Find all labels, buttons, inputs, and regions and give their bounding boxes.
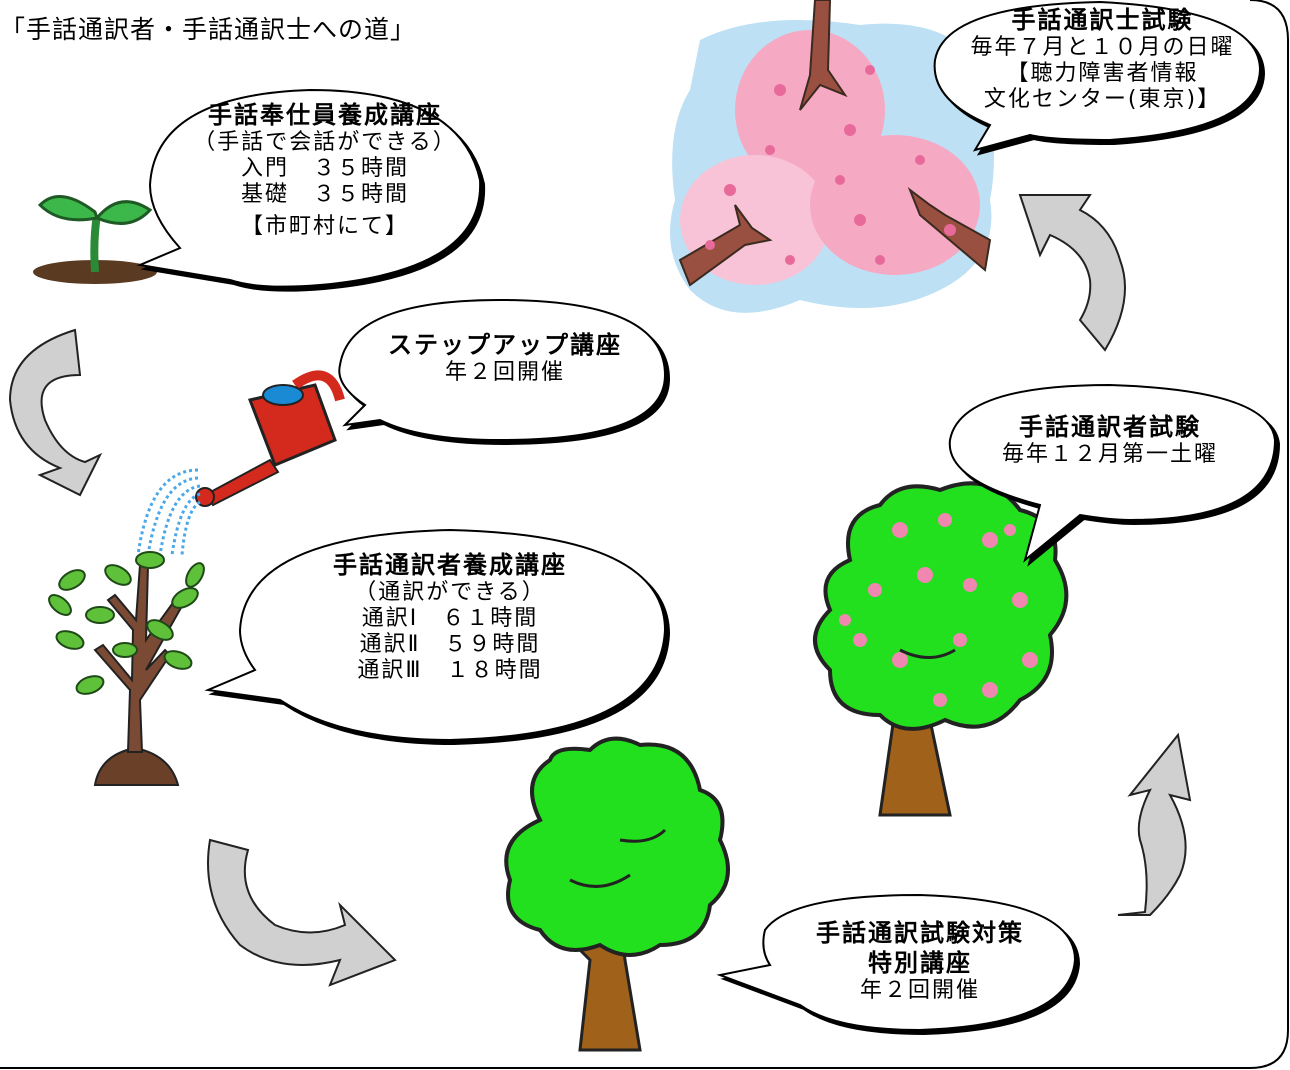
page-title: 「手話通訳者・手話通訳士への道」 bbox=[0, 15, 417, 44]
bubble-tsuyakushi-title: 手話通訳士試験 bbox=[1011, 6, 1194, 34]
sakura-canopy-illustration bbox=[670, 0, 994, 313]
flow-arrows bbox=[8, 194, 1192, 987]
bubble-yosei bbox=[204, 528, 667, 742]
bubble-yosei-title: 手話通訳者養成講座 bbox=[333, 551, 567, 579]
bubble-hoshi-text: 手話奉仕員養成講座 （手話で会話ができる） 入門 ３５時間 基礎 ３５時間 【市… bbox=[180, 100, 470, 240]
arrow-green-tree-to-blossom-tree bbox=[1117, 732, 1192, 916]
bubble-hoshi bbox=[136, 88, 482, 288]
young-tree-illustration bbox=[48, 551, 205, 786]
bubble-tsuyakushi bbox=[933, 0, 1262, 152]
bubble-tsuyakusha-line: 毎年１２月第一土曜 bbox=[1001, 442, 1218, 467]
bubble-stepup bbox=[338, 298, 667, 442]
bubble-taisaku bbox=[716, 893, 1077, 1032]
bubble-yosei-line: 通訳Ⅰ ６１時間 bbox=[361, 606, 539, 631]
speech-bubbles bbox=[136, 0, 1277, 1032]
arrow-young-tree-to-green-tree bbox=[207, 838, 397, 987]
bubble-stepup-title: ステップアップ講座 bbox=[388, 331, 622, 359]
bubble-hoshi-line: （手話で会話ができる） bbox=[193, 130, 457, 155]
bubble-taisaku-title: 手話通訳試験対策 bbox=[816, 919, 1024, 947]
bubble-hoshi-line: 基礎 ３５時間 bbox=[240, 182, 409, 207]
bubble-taisaku-line: 年２回開催 bbox=[859, 978, 980, 1003]
bubble-taisaku-text: 手話通訳試験対策 特別講座 年２回開催 bbox=[780, 918, 1060, 1004]
bubble-tsuyakushi-text: 手話通訳士試験 毎年７月と１０月の日曜 【聴力障害者情報 文化センター(東京)】 bbox=[950, 5, 1255, 113]
bubble-yosei-line: （通訳ができる） bbox=[354, 580, 546, 605]
bubble-tsuyakusha bbox=[948, 383, 1277, 563]
bubble-tsuyakushi-line: 文化センター(東京)】 bbox=[983, 87, 1222, 112]
sprout-illustration bbox=[33, 195, 157, 284]
bubble-hoshi-line: 入門 ３５時間 bbox=[240, 156, 409, 181]
green-tree-illustration bbox=[504, 736, 730, 1052]
bubble-hoshi-title: 手話奉仕員養成講座 bbox=[208, 101, 442, 129]
bubble-yosei-line: 通訳Ⅲ １８時間 bbox=[357, 658, 543, 683]
bubble-yosei-line: 通訳Ⅱ ５９時間 bbox=[359, 632, 541, 657]
bubble-stepup-text: ステップアップ講座 年２回開催 bbox=[360, 330, 650, 386]
bubble-tsuyakusha-title: 手話通訳者試験 bbox=[1019, 413, 1201, 441]
blossom-tree-illustration bbox=[813, 481, 1069, 817]
bubble-taisaku-title2: 特別講座 bbox=[868, 949, 972, 977]
bubble-stepup-line: 年２回開催 bbox=[444, 360, 565, 385]
bubble-yosei-text: 手話通訳者養成講座 （通訳ができる） 通訳Ⅰ ６１時間 通訳Ⅱ ５９時間 通訳Ⅲ… bbox=[290, 550, 610, 684]
bubble-tsuyakushi-line: 【聴力障害者情報 bbox=[1006, 61, 1199, 86]
watering-can-illustration bbox=[136, 370, 345, 556]
bubble-tsuyakusha-text: 手話通訳者試験 毎年１２月第一土曜 bbox=[960, 412, 1260, 468]
arrow-blossom-tree-to-sakura bbox=[1018, 194, 1126, 352]
arrow-sprout-to-young-tree bbox=[8, 328, 103, 497]
bubble-hoshi-place: 【市町村にて】 bbox=[240, 214, 409, 239]
bubble-tsuyakushi-line: 毎年７月と１０月の日曜 bbox=[970, 35, 1235, 60]
